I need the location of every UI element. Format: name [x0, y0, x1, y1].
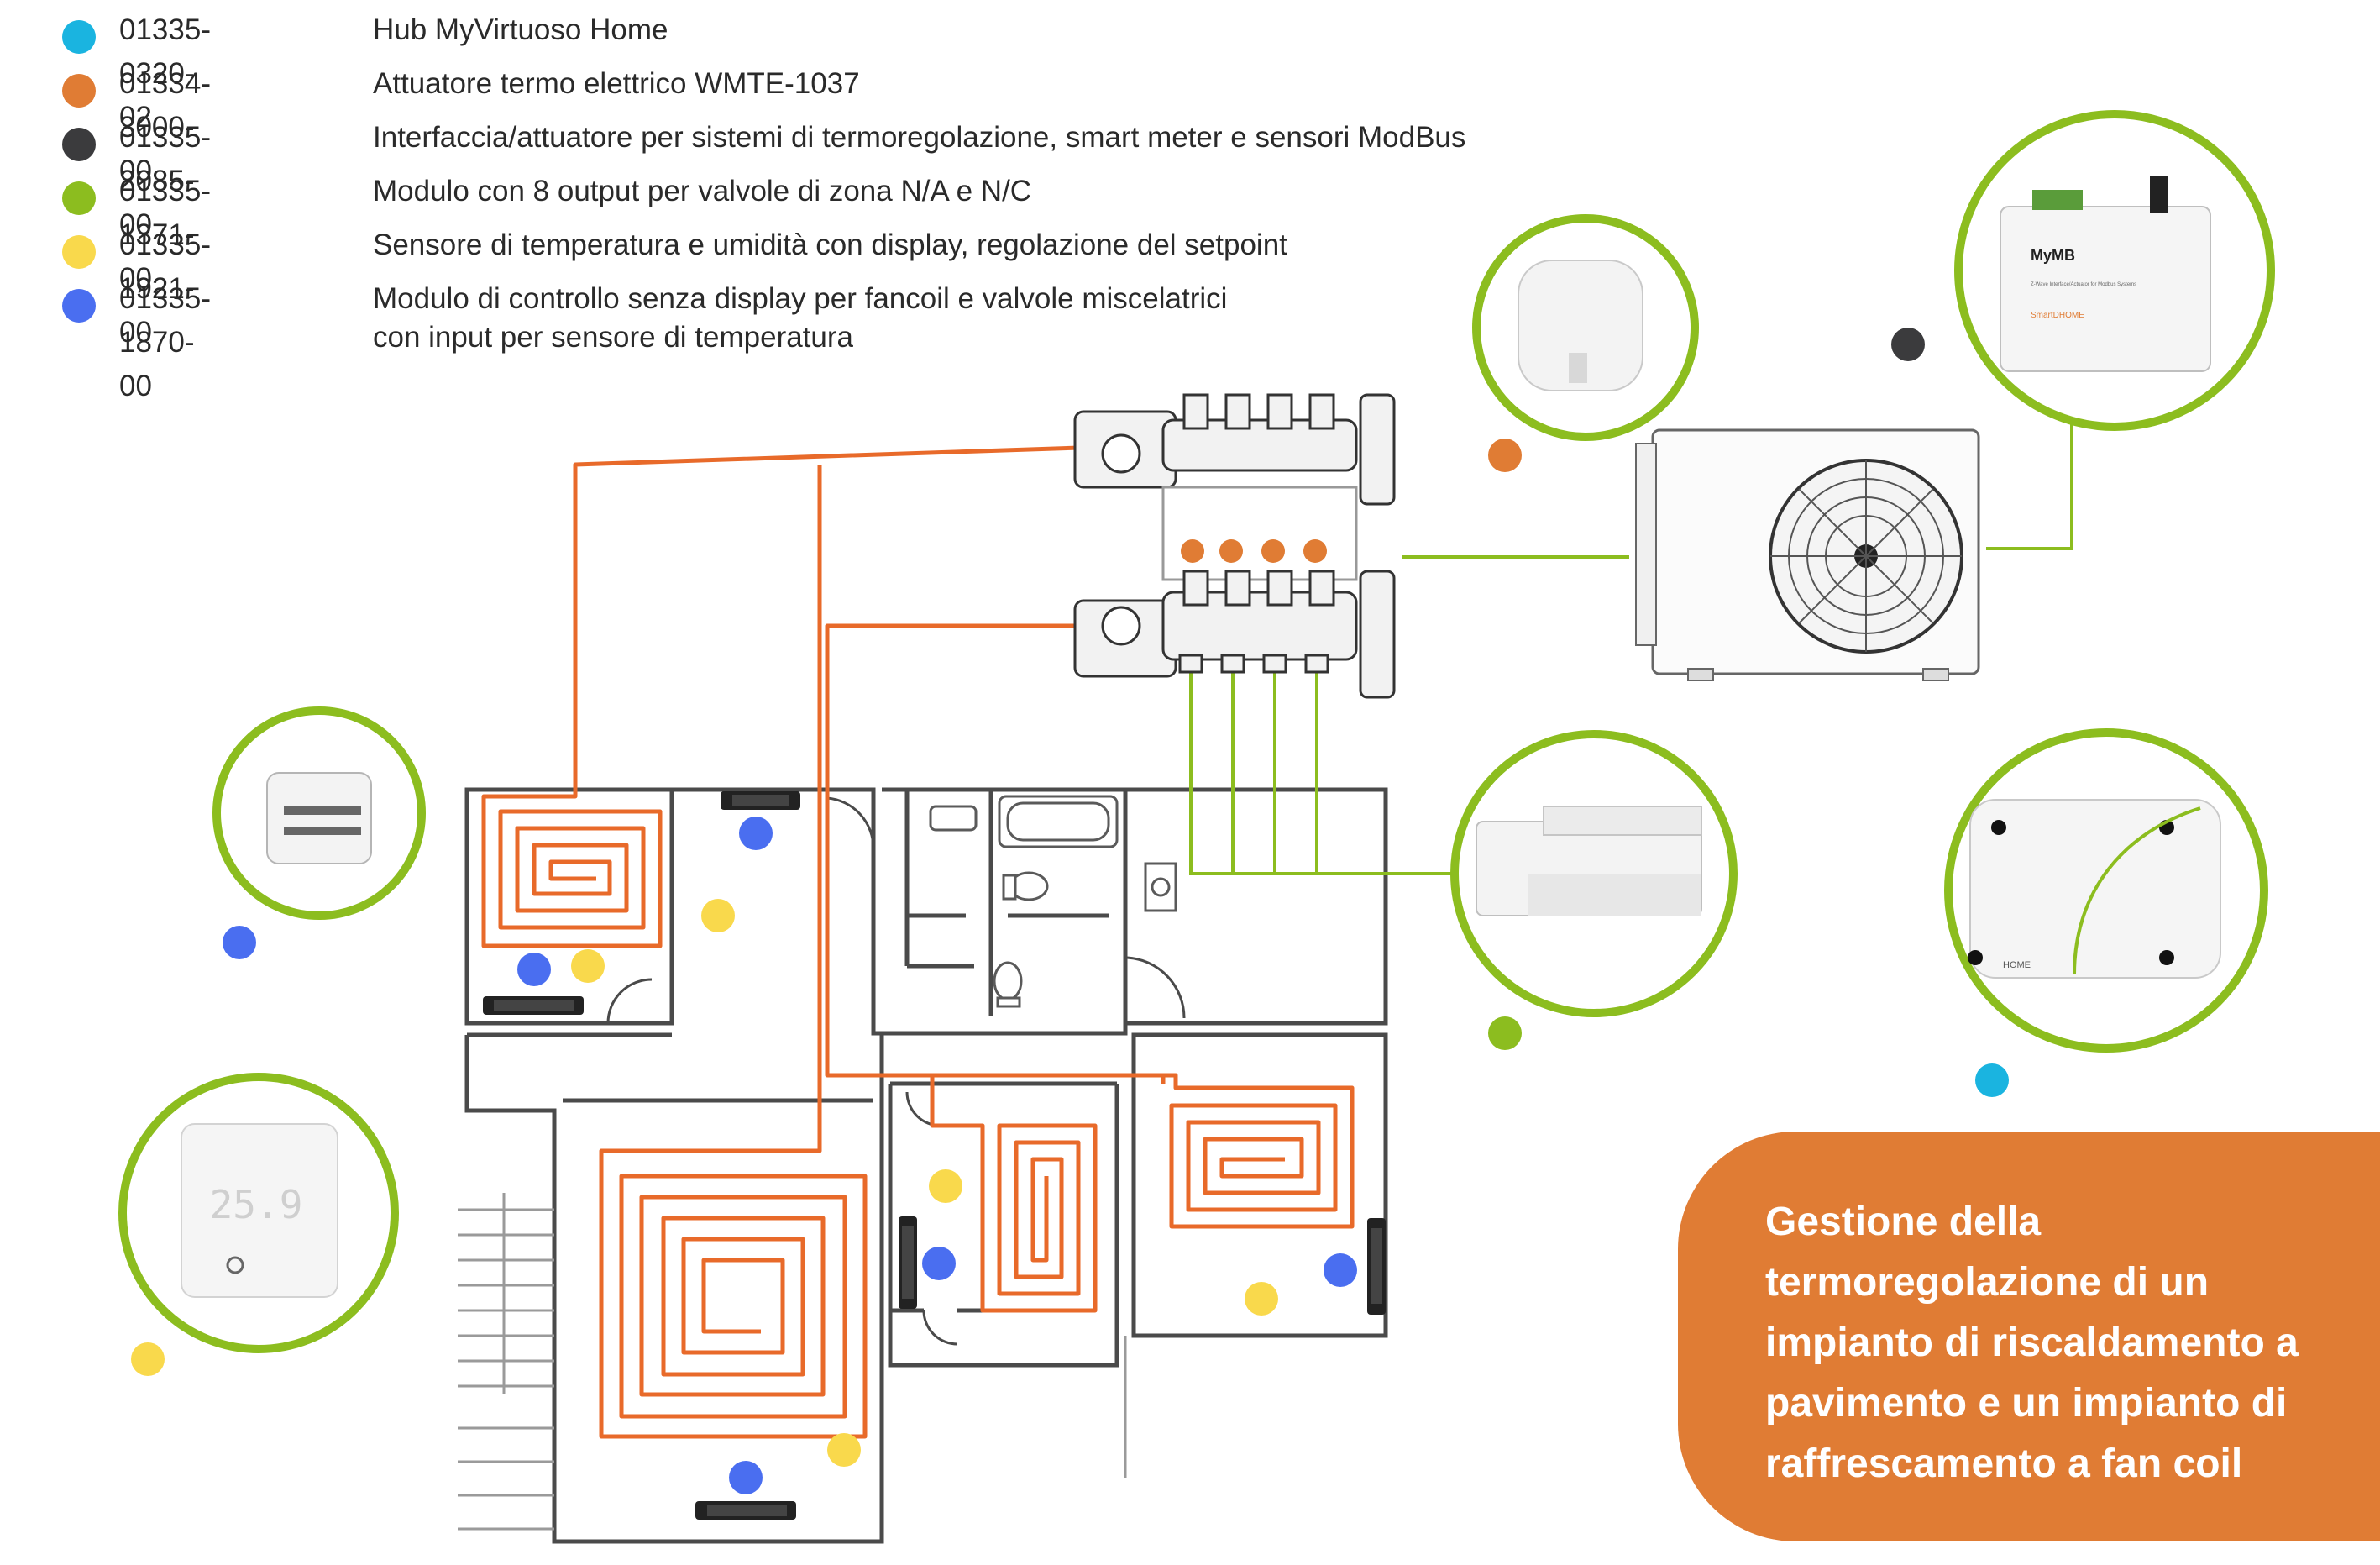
callout-text: Gestione della termoregolazione di un im…: [1765, 1192, 2353, 1494]
legend-description: Interfaccia/attuatore per sistemi di ter…: [373, 121, 1466, 154]
description-callout: Gestione della termoregolazione di un im…: [1678, 1132, 2380, 1541]
thermostat-device: [181, 1123, 338, 1298]
legend-description-line2: con input per sensore di temperatura: [373, 321, 853, 354]
orange-dot-icon: [1181, 539, 1204, 563]
orange-dot-icon: [1303, 539, 1327, 563]
blue-dot-icon: [922, 1247, 956, 1280]
blue-dot-icon: [223, 926, 256, 959]
fancoil-units: [483, 791, 1386, 1520]
orange-dot-icon: [62, 74, 96, 108]
sink: [929, 805, 978, 832]
floor-plan-markers: [517, 817, 1357, 1494]
yellow-dot-icon: [1245, 1282, 1278, 1316]
orange-dot-icon: [1488, 439, 1522, 472]
yellow-dot-icon: [131, 1342, 165, 1376]
dark-dot-icon: [1891, 328, 1925, 361]
yellow-dot-icon: [571, 949, 605, 983]
legend-description: Sensore di temperatura e umidità con dis…: [373, 228, 1287, 261]
orange-dot-icon: [1219, 539, 1243, 563]
legend-description: Attuatore termo elettrico WMTE-1037: [373, 67, 860, 100]
yellow-dot-icon: [62, 235, 96, 269]
heating-pipes: [481, 445, 1355, 1439]
callout-line: Gestione della: [1765, 1200, 2042, 1244]
fancoil-module-callout: [212, 706, 426, 920]
mymb-brand: SmartDHOME: [2031, 311, 2084, 320]
manifold-bar-bottom: [1161, 591, 1358, 661]
legend-code: 01335-2085-00: [119, 121, 211, 241]
cyan-dot-icon: [1975, 1063, 2009, 1097]
callout-line: pavimento e un impianto di: [1765, 1381, 2288, 1426]
callout-line: termoregolazione di un: [1765, 1260, 2210, 1305]
thermostat-display: 25.9: [210, 1182, 303, 1227]
yellow-dot-icon: [701, 899, 735, 932]
hub-brand: HOME: [2003, 960, 2031, 970]
callout-line: impianto di riscaldamento a: [1765, 1321, 2299, 1365]
bathroom-fixtures: [929, 795, 1177, 1008]
blue-dot-icon: [1324, 1253, 1357, 1287]
actuator-callout: [1472, 214, 1699, 441]
manifold: [1073, 393, 1396, 699]
legend-code: 01334-3000-00: [119, 67, 211, 187]
bathtub: [998, 795, 1119, 848]
floor-plan: [464, 787, 1388, 1544]
actuator-device: [1518, 260, 1643, 391]
fancoil-module-device: [266, 772, 372, 864]
cyan-dot-icon: [62, 20, 96, 54]
mymb-subtitle: Z-Wave Interface/Actuator for Modbus Sys…: [2031, 282, 2136, 287]
legend-description: Hub MyVirtuoso Home: [373, 13, 668, 46]
legend-code: 01335-1371-00: [119, 175, 211, 295]
blue-dot-icon: [739, 817, 773, 850]
legend-code: 01335-1870-00: [119, 282, 211, 402]
orange-dot-icon: [1261, 539, 1285, 563]
manifold-bar-top: [1161, 418, 1358, 472]
output-module-callout: [1450, 730, 1738, 1017]
mymb-callout: MyMB Z-Wave Interface/Actuator for Modbu…: [1954, 110, 2275, 431]
dark-dot-icon: [62, 128, 96, 161]
mymb-device: [2000, 206, 2211, 372]
legend-description: Modulo con 8 output per valvole di zona …: [373, 175, 1032, 207]
legend-description: Modulo di controllo senza display per fa…: [373, 282, 1228, 315]
thermostat-callout: 25.9: [118, 1073, 399, 1353]
blue-dot-icon: [517, 953, 551, 986]
mymb-title: MyMB: [2031, 247, 2075, 264]
heat-pump: [1635, 428, 1980, 681]
legend-code: 01335-1921-00: [119, 228, 211, 349]
blue-dot-icon: [729, 1461, 763, 1494]
callout-line: raffrescamento a fan coil: [1765, 1442, 2243, 1486]
stairs: [458, 1193, 1127, 1531]
hub-callout: HOME: [1944, 728, 2268, 1053]
control-wires: [1189, 403, 2073, 875]
toilet-2: [993, 961, 1023, 1001]
yellow-dot-icon: [929, 1169, 962, 1203]
legend-code: 01335-0320-02: [119, 13, 211, 134]
yellow-dot-icon: [827, 1433, 861, 1467]
green-dot-icon: [62, 181, 96, 215]
blue-dot-icon: [62, 289, 96, 323]
green-dot-icon: [1488, 1016, 1522, 1050]
